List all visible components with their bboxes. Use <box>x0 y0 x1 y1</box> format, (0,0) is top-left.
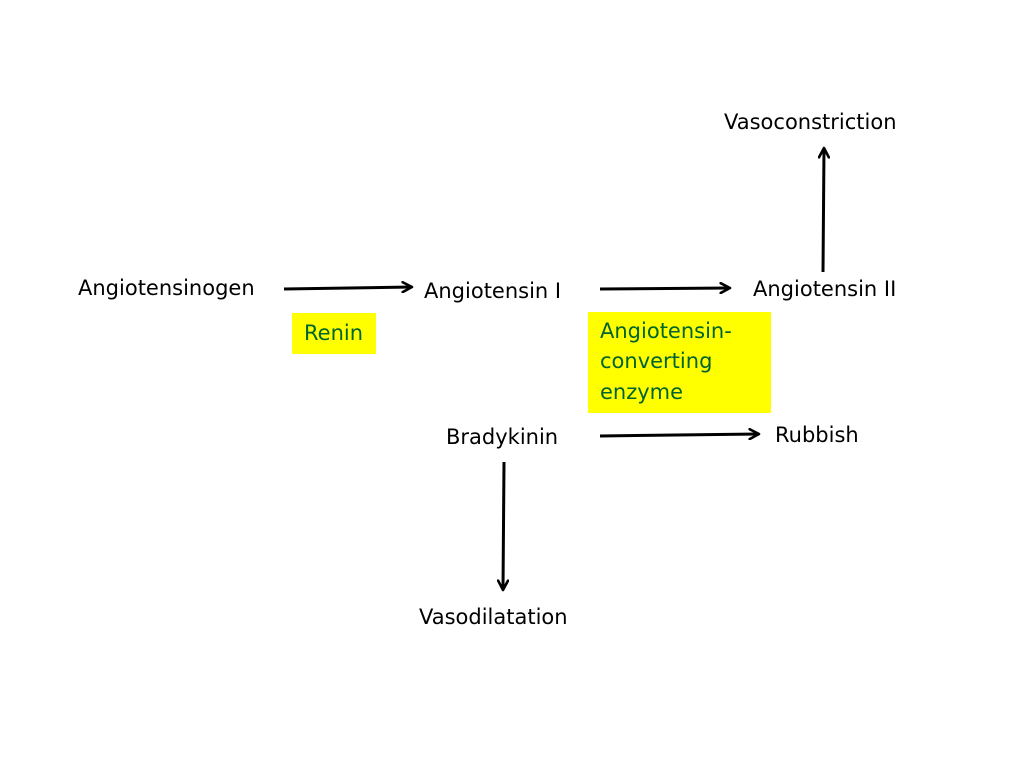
node-angiotensin-i: Angiotensin I <box>424 279 562 303</box>
arrow-bradykinin-to-rubbish <box>599 434 759 436</box>
enzyme-ace-line-2: converting <box>600 349 713 374</box>
enzyme-renin-text: Renin <box>304 321 364 345</box>
node-rubbish: Rubbish <box>775 423 859 447</box>
arrow-angiotensin-ii-to-vasoconstriction <box>823 148 824 273</box>
enzyme-ace-line-1: Angiotensin- <box>600 319 732 343</box>
arrow-bradykinin-to-vasodilatation <box>503 461 504 590</box>
arrow-angiotensin-i-to-angiotensin-ii <box>599 288 730 289</box>
node-angiotensin-ii: Angiotensin II <box>753 277 897 301</box>
enzyme-ace-line-3: enzyme <box>600 379 684 404</box>
enzyme-label-renin: Renin <box>292 313 376 354</box>
enzyme-label-ace: Angiotensin- converting enzyme <box>588 312 771 413</box>
node-vasoconstriction: Vasoconstriction <box>724 110 897 134</box>
node-bradykinin: Bradykinin <box>446 425 559 449</box>
node-vasodilatation: Vasodilatation <box>419 605 568 629</box>
node-angiotensinogen: Angiotensinogen <box>78 276 255 300</box>
arrow-angiotensinogen-to-angiotensin-i <box>283 287 412 289</box>
